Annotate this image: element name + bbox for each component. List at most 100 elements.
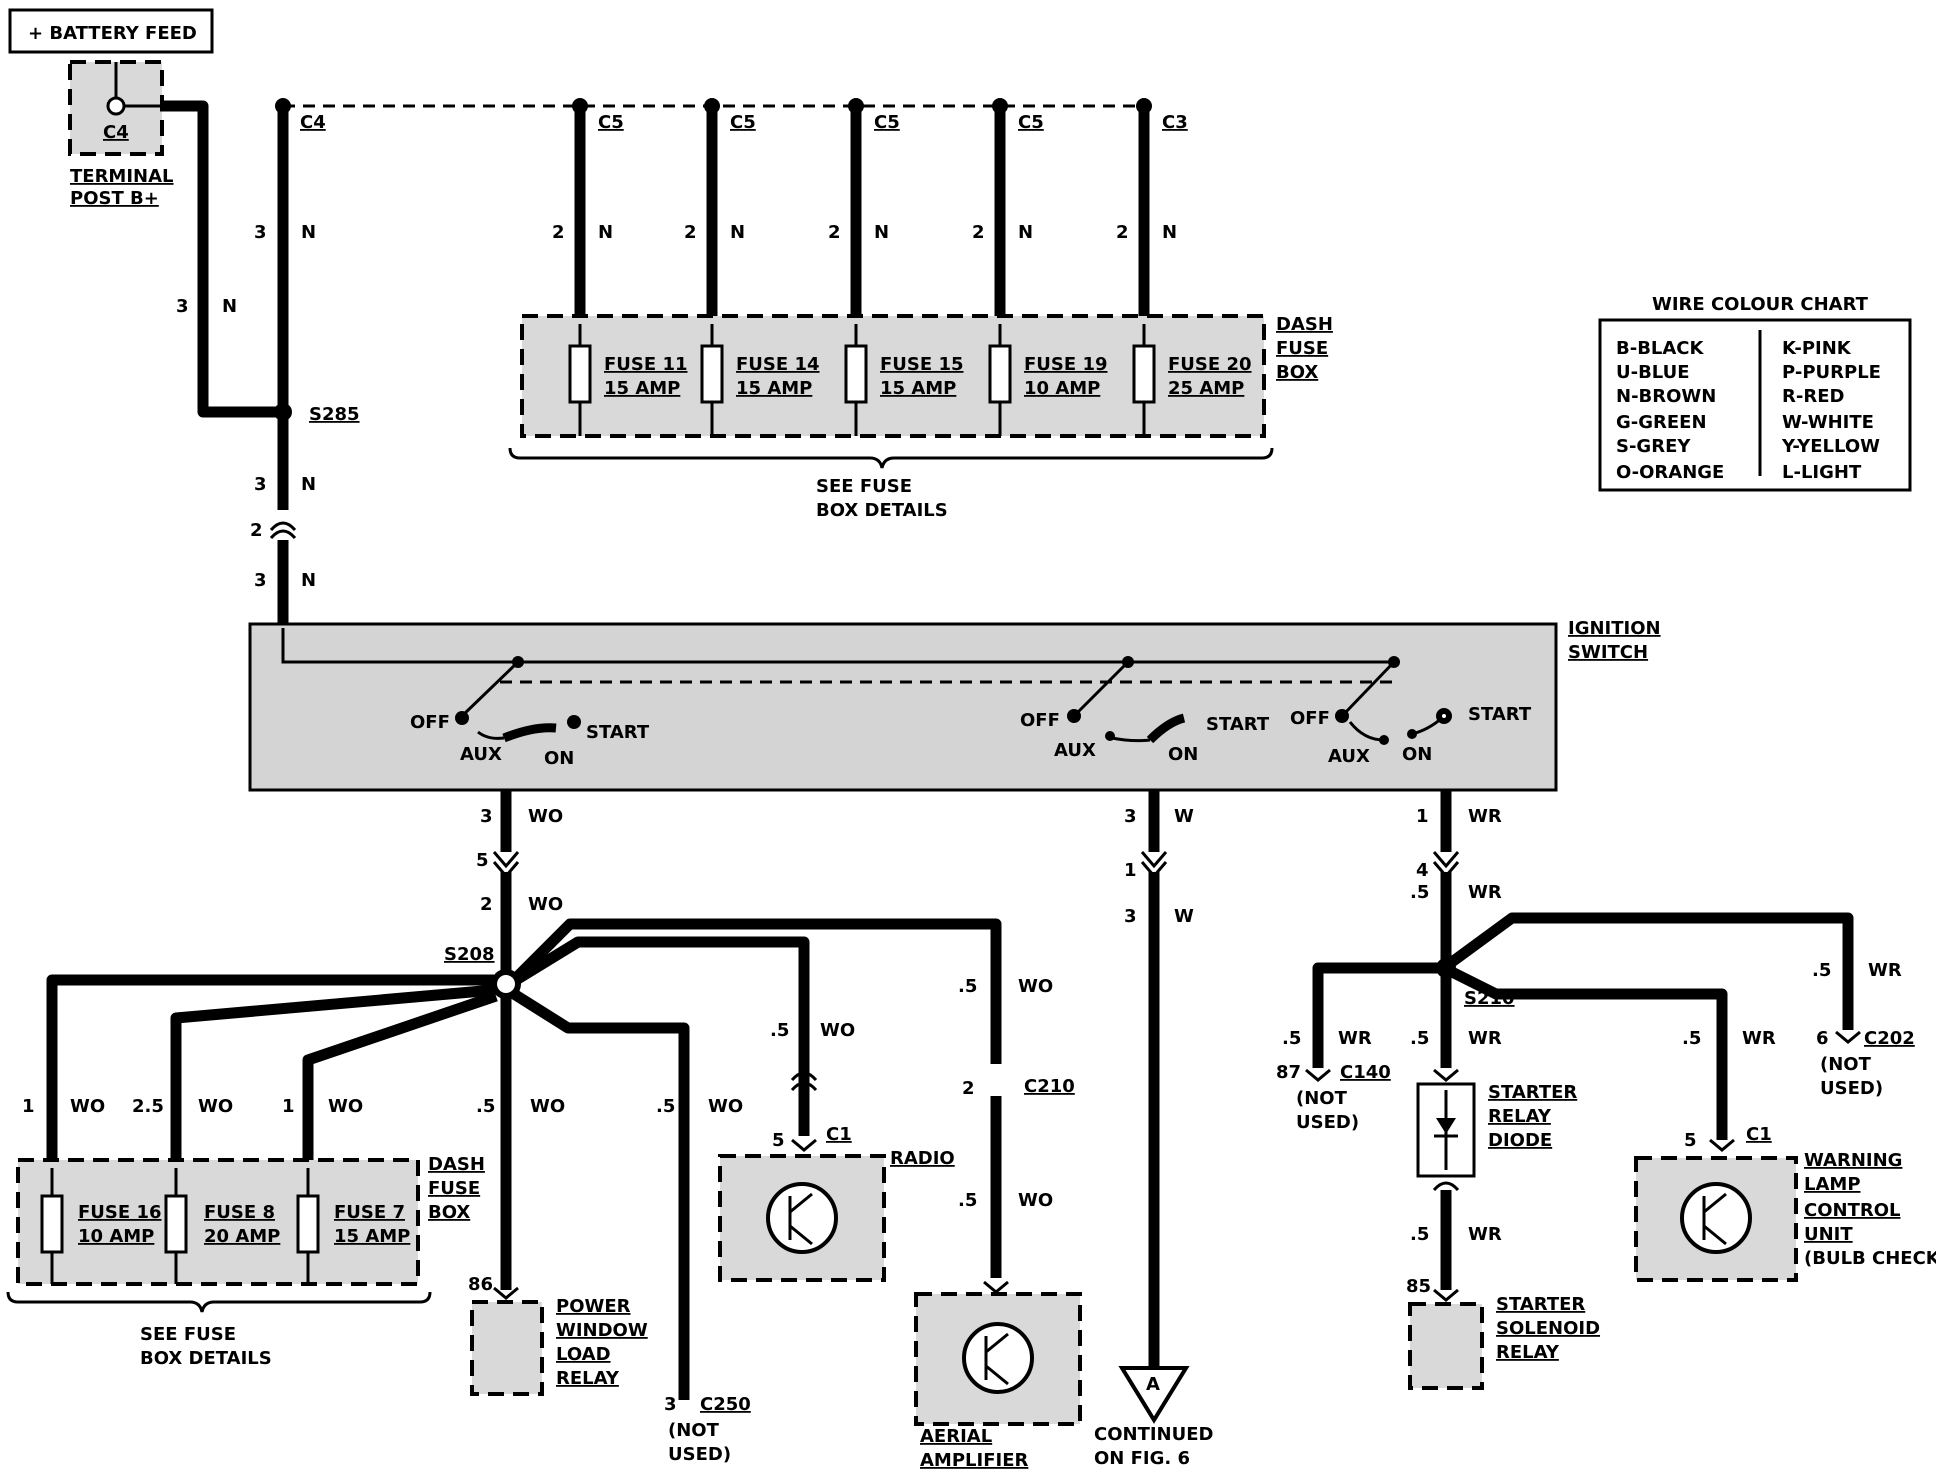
fuse-14-name: FUSE 14 (736, 354, 820, 375)
fuse-19-rating: 10 AMP (1024, 378, 1100, 399)
fuse-15-rating: 15 AMP (880, 378, 956, 399)
warning-transistor-icon (1680, 1182, 1752, 1254)
wire-colour-wr: WR (1468, 1224, 1502, 1245)
wire-gauge-0-5: .5 (958, 1190, 977, 1211)
wire-colour-wo: WO (528, 806, 563, 827)
starter-diode-label-2: RELAY (1488, 1106, 1552, 1127)
connector-c5: C5 (1018, 112, 1044, 133)
c202-not-used-1: (NOT (1820, 1054, 1872, 1075)
fuse-19-name: FUSE 19 (1024, 354, 1108, 375)
radio-label: RADIO (890, 1148, 955, 1169)
starter-solenoid-box (1408, 1302, 1484, 1390)
switch-3-on: ON (1402, 744, 1432, 765)
colour-code: Y-YELLOW (1781, 436, 1880, 457)
c250-not-used-1: (NOT (668, 1420, 720, 1441)
wire-colour-wr: WR (1742, 1028, 1776, 1049)
dash-fuse-box-bottom (16, 1158, 420, 1286)
wire-colour-wr: WR (1338, 1028, 1372, 1049)
connector-c202: C202 (1864, 1028, 1915, 1049)
aerial-label-1: AERIAL (920, 1426, 992, 1447)
pin-2: 2 (962, 1078, 975, 1099)
starter-solenoid-label-3: RELAY (1496, 1342, 1560, 1363)
colour-code: O-ORANGE (1616, 462, 1724, 483)
switch-3-aux: AUX (1328, 746, 1370, 767)
power-window-relay-box (470, 1300, 544, 1396)
connector-c5: C5 (598, 112, 624, 133)
continued-label-2: ON FIG. 6 (1094, 1448, 1190, 1469)
dash-fuse-box-bottom-label-3: BOX (428, 1202, 470, 1223)
fuse-15-name: FUSE 15 (880, 354, 964, 375)
wire-gauge-0-5: .5 (1410, 1224, 1429, 1245)
fuse-11: FUSE 11 15 AMP (568, 324, 688, 436)
ignition-switch-label-1: IGNITION (1568, 618, 1661, 639)
starter-solenoid-label-1: STARTER (1496, 1294, 1585, 1315)
switch-1-off: OFF (410, 712, 450, 733)
wire-gauge-2: 2 (552, 222, 565, 243)
wire-colour-chart-box (1598, 318, 1912, 492)
power-window-label-2: WINDOW (556, 1320, 648, 1341)
wire-gauge-3: 3 (254, 570, 267, 591)
wire-colour-n: N (1018, 222, 1033, 243)
switch-2-on: ON (1168, 744, 1198, 765)
switch-1-aux: AUX (460, 744, 502, 765)
wire-gauge-3: 3 (480, 806, 493, 827)
starter-solenoid-label-2: SOLENOID (1496, 1318, 1600, 1339)
wire-gauge-0-5: .5 (1410, 882, 1429, 903)
c250-not-used-2: USED) (668, 1444, 731, 1465)
wire-colour-wo: WO (1018, 1190, 1053, 1211)
see-fuse-top-2: BOX DETAILS (816, 500, 948, 521)
wire-gauge-0-5: .5 (1410, 1028, 1429, 1049)
wire-gauge-0-5: .5 (770, 1020, 789, 1041)
wire-colour-chart-title: WIRE COLOUR CHART (1652, 294, 1869, 315)
fuse-16-rating: 10 AMP (78, 1226, 154, 1247)
wire-colour-wo: WO (1018, 976, 1053, 997)
connector-c4: C4 (300, 112, 326, 133)
warning-label-1: WARNING (1804, 1150, 1902, 1171)
switch-2-off: OFF (1020, 710, 1060, 731)
aerial-label-2: AMPLIFIER (920, 1450, 1028, 1471)
pin-85: 85 (1406, 1276, 1431, 1297)
fuse-box-brace-top (508, 447, 1274, 469)
connector-c3: C3 (1162, 112, 1188, 133)
fuse-20-rating: 25 AMP (1168, 378, 1244, 399)
wire-colour-n: N (301, 222, 316, 243)
pin-6: 6 (1816, 1028, 1829, 1049)
wire-gauge-3: 3 (254, 222, 267, 243)
fuse-20: FUSE 20 25 AMP (1132, 324, 1252, 436)
wire-colour-w: W (1174, 806, 1194, 827)
wire-colour-chart-left: B-BLACK U-BLUE N-BROWN G-GREEN S-GREY O-… (1616, 338, 1724, 483)
wire-colour-wo: WO (530, 1096, 565, 1117)
colour-code: S-GREY (1616, 436, 1691, 457)
wire-colour-n: N (730, 222, 745, 243)
colour-code: R-RED (1782, 386, 1844, 407)
wire-gauge-0-5: .5 (1282, 1028, 1301, 1049)
connector-c250: C250 (700, 1394, 751, 1415)
pin-5: 5 (772, 1130, 785, 1151)
fuse-8-rating: 20 AMP (204, 1226, 280, 1247)
fuse-8-name: FUSE 8 (204, 1202, 275, 1223)
wire-gauge-1: 1 (22, 1096, 35, 1117)
warning-label-5: (BULB CHECK) (1804, 1248, 1936, 1269)
splice-s208-label: S208 (444, 944, 495, 965)
fuse-7-rating: 15 AMP (334, 1226, 410, 1247)
ignition-switch-label-2: SWITCH (1568, 642, 1648, 663)
terminal-connector-c4: C4 (103, 122, 129, 143)
splice-s285-label: S285 (309, 404, 360, 425)
dash-fuse-box-top-label-1: DASH (1276, 314, 1333, 335)
colour-code: K-PINK (1782, 338, 1852, 359)
dash-fuse-box-top-label-2: FUSE (1276, 338, 1328, 359)
radio-c1: C1 (826, 1124, 852, 1145)
switch-3-start: START (1468, 704, 1532, 725)
power-window-label-3: LOAD (556, 1344, 611, 1365)
fuse-15: FUSE 15 15 AMP (844, 324, 964, 436)
wire-gauge-2: 2 (972, 222, 985, 243)
colour-code: G-GREEN (1616, 412, 1707, 433)
wire-colour-wr: WR (1468, 1028, 1502, 1049)
fuse-8: FUSE 8 20 AMP (164, 1168, 280, 1284)
continued-arrow-letter: A (1146, 1374, 1160, 1395)
wire-gauge-1: 1 (282, 1096, 295, 1117)
c202-not-used-2: USED) (1820, 1078, 1883, 1099)
switch-3-off: OFF (1290, 708, 1330, 729)
continued-arrow (1118, 1366, 1190, 1424)
battery-feed-box (8, 8, 214, 54)
